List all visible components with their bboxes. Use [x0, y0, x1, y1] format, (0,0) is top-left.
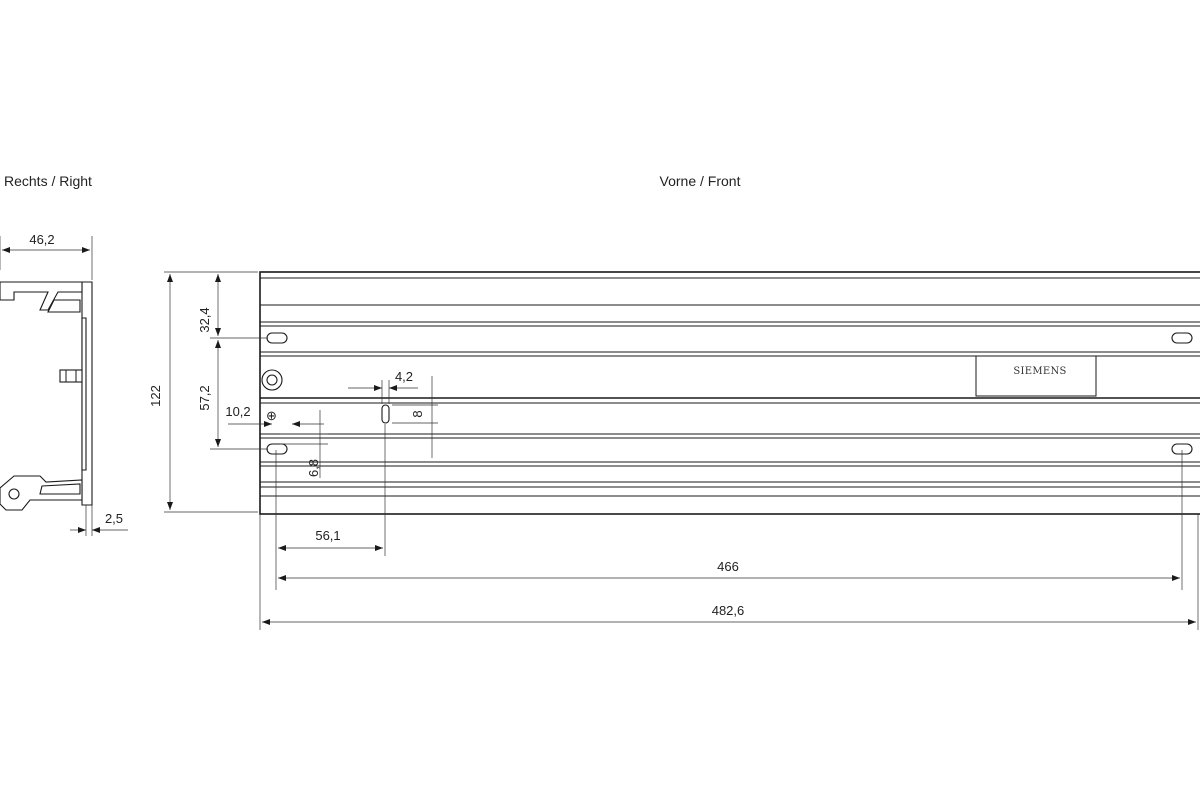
side-width-dim: 46,2 [29, 232, 54, 247]
slot-length-dim: 8 [410, 410, 425, 417]
brand-logo: SIEMENS [1013, 366, 1066, 377]
slot-spacing-dim: 57,2 [197, 385, 212, 410]
label-plate [975, 355, 1097, 397]
side-view: 46,2 2,5 [0, 232, 128, 536]
front-dimensions: 122 32,4 57,2 10,2 6,8 4,2 8 56,1 [148, 271, 1199, 630]
ground-offset-dim: 10,2 [225, 404, 250, 419]
vertical-slot [381, 404, 390, 424]
side-web [81, 317, 87, 471]
ground-symbol: ⊕ [266, 408, 277, 423]
ground-screw-inner [266, 374, 278, 386]
slot-bottom-left [266, 443, 288, 455]
front-view: ⊕ SIEMENS [259, 271, 1200, 515]
slot-top-right [1171, 332, 1193, 344]
front-plate [259, 271, 1200, 515]
total-width-dim: 482,6 [712, 603, 745, 618]
slot-x-offset-dim: 56,1 [315, 528, 340, 543]
side-top-lip [47, 299, 81, 313]
side-top-hook [0, 281, 83, 311]
slot-top-left [266, 332, 288, 344]
right-view-label: Rechts / Right [4, 173, 92, 189]
total-height-dim: 122 [148, 385, 163, 407]
side-thickness-dim: 2,5 [105, 511, 123, 526]
slot-top-offset-dim: 32,4 [197, 307, 212, 332]
hole-height-dim: 6,8 [306, 459, 321, 477]
side-bottom-lip [39, 483, 81, 495]
hole-spacing-dim: 466 [717, 559, 739, 574]
front-view-label: Vorne / Front [660, 173, 741, 189]
side-bolt-head [59, 369, 83, 383]
side-bottom-hole [8, 488, 20, 500]
slot-width-dim: 4,2 [395, 369, 413, 384]
